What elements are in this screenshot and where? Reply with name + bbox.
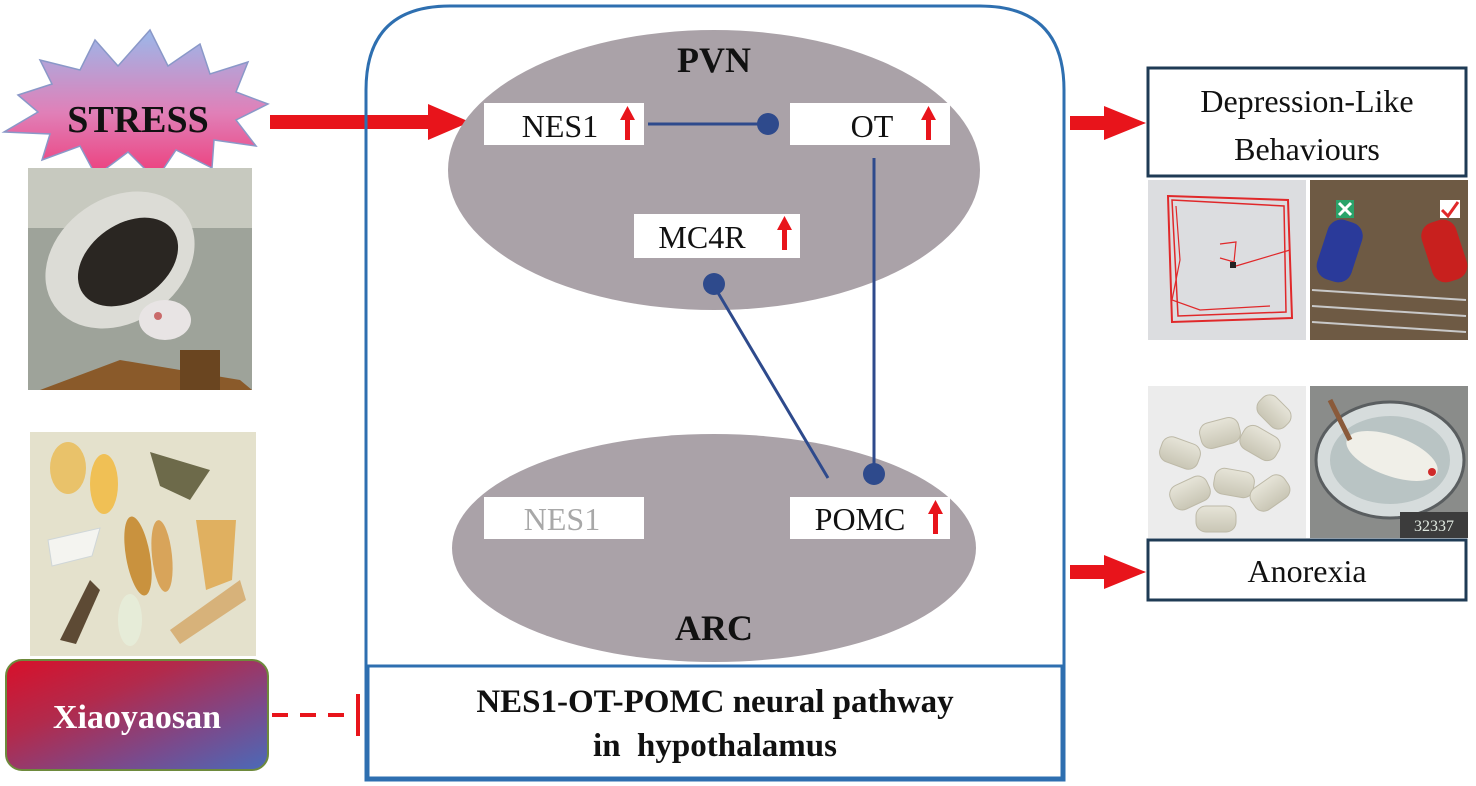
pvn-ot-box: OT bbox=[790, 103, 950, 145]
arc-nucleus: ARC bbox=[452, 434, 976, 662]
herbs-photo bbox=[30, 432, 256, 656]
to-depression-arrow bbox=[1070, 106, 1146, 140]
mouse-on-scale-photo: 32337 bbox=[1310, 386, 1468, 538]
arc-pomc-box: POMC bbox=[790, 497, 950, 539]
pathway-label-line1: NES1-OT-POMC neural pathway bbox=[476, 684, 954, 720]
pvn-mc4r-box: MC4R bbox=[634, 214, 800, 258]
pvn-nes1-label: NES1 bbox=[522, 108, 598, 144]
to-anorexia-arrow bbox=[1070, 555, 1146, 589]
depression-label-line1: Depression-Like bbox=[1200, 83, 1413, 119]
ot-pomc-terminal bbox=[863, 463, 885, 485]
depression-label-line2: Behaviours bbox=[1234, 131, 1380, 167]
stress-star-shape bbox=[1, 28, 270, 182]
up-arrow-icon bbox=[620, 106, 635, 140]
pvn-ot-label: OT bbox=[851, 108, 894, 144]
up-arrow-icon bbox=[921, 106, 936, 140]
pomc-mc4r-terminal bbox=[703, 273, 725, 295]
stress-to-nes1-arrow bbox=[270, 104, 470, 140]
xiaoyaosan-inhibition bbox=[272, 694, 360, 736]
open-field-photo bbox=[1148, 180, 1306, 340]
arc-nes1-box: NES1 bbox=[484, 497, 644, 539]
stress-starburst: STRESS bbox=[1, 28, 270, 182]
sucrose-preference-photo bbox=[1310, 180, 1468, 340]
hypothalamus-frame bbox=[364, 4, 1066, 782]
depression-box: Depression-Like Behaviours bbox=[1146, 66, 1468, 178]
pomc-mc4r-connector bbox=[712, 285, 830, 479]
pvn-mc4r-label: MC4R bbox=[658, 219, 746, 255]
up-arrow-icon bbox=[777, 216, 792, 250]
anorexia-label: Anorexia bbox=[1247, 553, 1366, 589]
arc-pomc-label: POMC bbox=[815, 501, 906, 537]
anorexia-box: Anorexia bbox=[1146, 538, 1468, 602]
cross-mark-icon bbox=[1336, 200, 1354, 218]
up-arrow-icon bbox=[928, 500, 943, 534]
stress-mouse-photo bbox=[28, 168, 252, 390]
xiaoyaosan-box: Xiaoyaosan bbox=[5, 659, 269, 771]
pvn-title: PVN bbox=[677, 40, 751, 80]
arc-title: ARC bbox=[675, 608, 753, 648]
nes1-ot-terminal bbox=[757, 113, 779, 135]
xiaoyaosan-label: Xiaoyaosan bbox=[53, 699, 221, 736]
food-pellets-photo bbox=[1148, 386, 1306, 538]
pathway-connectors bbox=[648, 113, 885, 485]
pathway-label-box: NES1-OT-POMC neural pathway in hypothala… bbox=[366, 664, 1064, 780]
check-mark-icon bbox=[1440, 200, 1460, 219]
stress-label: STRESS bbox=[67, 99, 209, 141]
pathway-label-line2: in hypothalamus bbox=[593, 728, 837, 764]
scale-readout: 32337 bbox=[1414, 518, 1454, 535]
pvn-nucleus: PVN bbox=[448, 30, 980, 310]
arc-nes1-label: NES1 bbox=[524, 501, 600, 537]
pvn-nes1-box: NES1 bbox=[484, 103, 644, 145]
